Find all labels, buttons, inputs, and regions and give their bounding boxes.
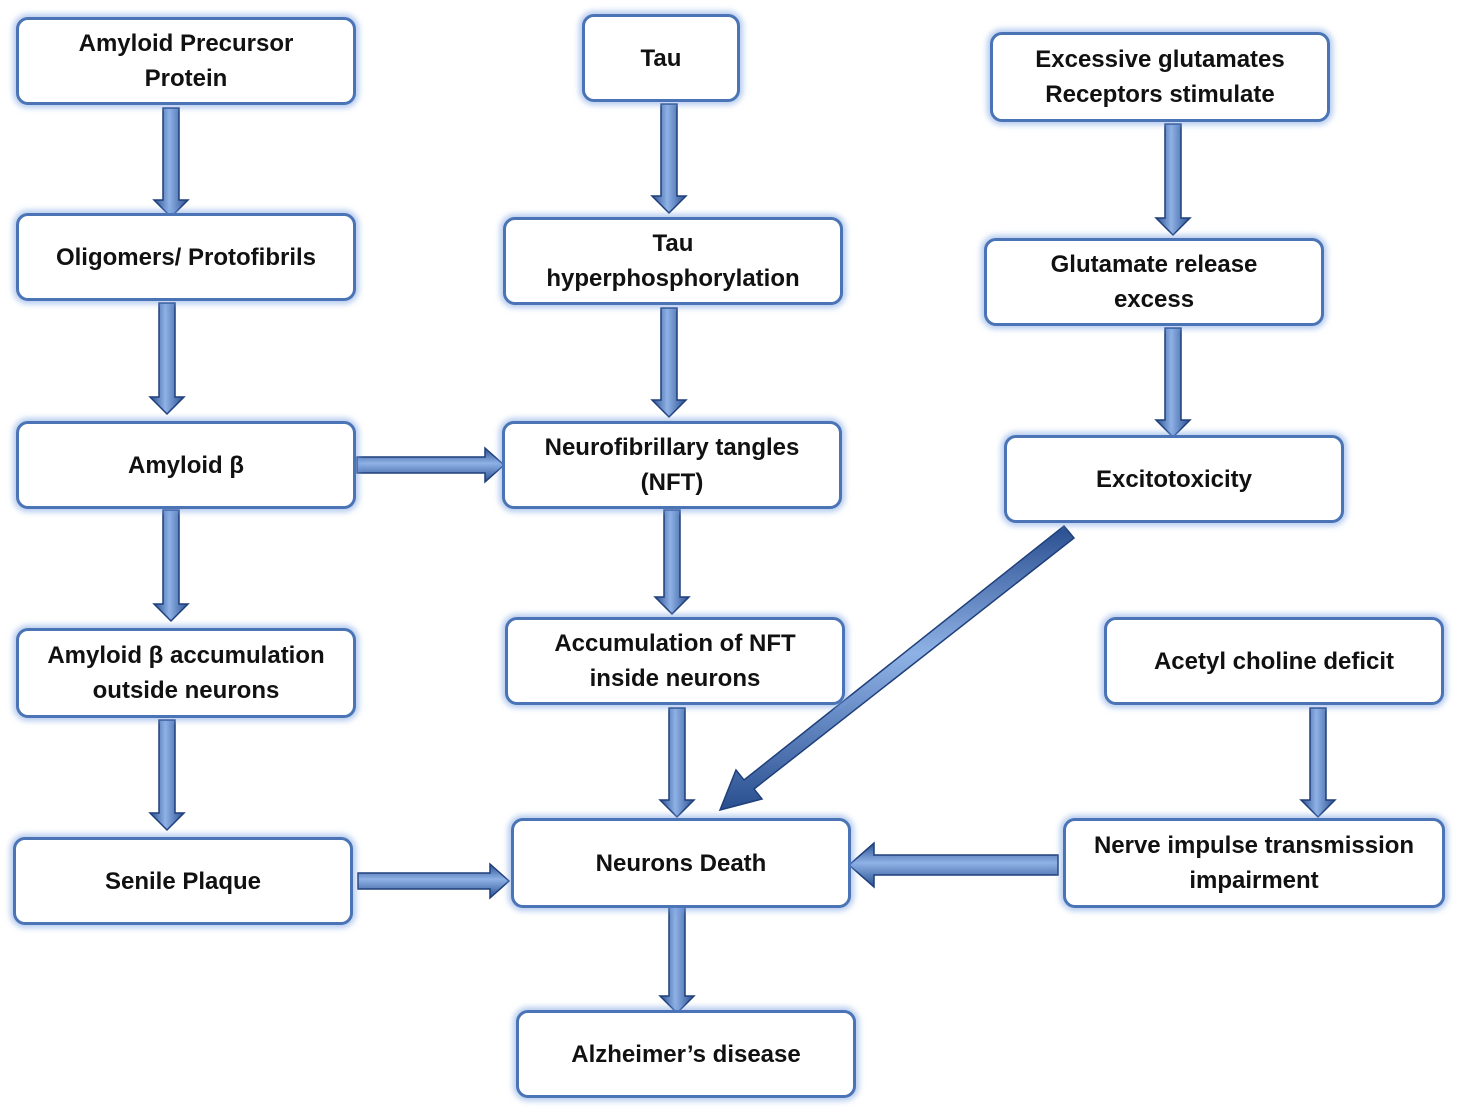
box-text-line: outside neurons bbox=[92, 677, 280, 704]
arrow-amyloid-beta-to-nft bbox=[356, 446, 506, 484]
box-oligomers-protofibrils: Oligomers/ Protofibrils bbox=[16, 213, 356, 301]
arrow-amyloid-beta-to-accumulation bbox=[152, 509, 190, 623]
box-text-line: (NFT) bbox=[640, 469, 704, 496]
box-text-line: Neurons Death bbox=[595, 849, 767, 877]
box-text-line: Amyloid β bbox=[128, 451, 244, 479]
box-text-line: excess bbox=[1113, 286, 1195, 313]
arrow-accumulation-to-senile-plaque bbox=[148, 719, 186, 832]
box-tau: Tau bbox=[582, 14, 740, 102]
box-text-line: hyperphosphorylation bbox=[546, 265, 800, 292]
box-text-line: Oligomers/ Protofibrils bbox=[55, 243, 317, 271]
box-neurons-death: Neurons Death bbox=[511, 818, 851, 908]
arrow-senile-plaque-to-neurons-death bbox=[357, 862, 511, 900]
box-text-line: Acetyl choline deficit bbox=[1153, 647, 1395, 675]
box-amyloid-precursor-protein: Amyloid Precursor Protein bbox=[16, 17, 356, 105]
box-excitotoxicity: Excitotoxicity bbox=[1004, 435, 1344, 523]
box-excessive-glutamates: Excessive glutamates Receptors stimulate bbox=[990, 32, 1330, 122]
box-amyloid-beta: Amyloid β bbox=[16, 421, 356, 509]
box-text-line: Amyloid β accumulation bbox=[47, 642, 325, 669]
box-text-line: Protein bbox=[144, 65, 228, 92]
arrow-release-to-excitotoxicity bbox=[1154, 327, 1192, 439]
arrow-nft-to-nft-accumulation bbox=[653, 509, 691, 616]
arrow-excitotoxicity-to-neurons-death bbox=[718, 524, 1076, 812]
box-glutamate-release: Glutamate release excess bbox=[984, 238, 1324, 326]
box-text-line: Accumulation of NFT bbox=[554, 630, 796, 657]
arrow-tau-to-hyperphosphorylation bbox=[650, 103, 688, 215]
arrow-nerve-impulse-to-neurons-death bbox=[847, 841, 1059, 889]
arrow-acetyl-to-nerve-impulse bbox=[1299, 707, 1337, 819]
box-text-line: Receptors stimulate bbox=[1045, 81, 1275, 108]
box-text-line: impairment bbox=[1189, 867, 1319, 894]
box-text-line: Tau bbox=[640, 44, 682, 72]
box-neurofibrillary-tangles: Neurofibrillary tangles (NFT) bbox=[502, 421, 842, 509]
box-text-line: inside neurons bbox=[589, 665, 761, 692]
box-nerve-impulse-impairment: Nerve impulse transmission impairment bbox=[1063, 818, 1445, 908]
box-text-line: Neurofibrillary tangles bbox=[544, 434, 800, 461]
arrow-app-to-oligomers bbox=[152, 107, 190, 219]
box-acetyl-choline-deficit: Acetyl choline deficit bbox=[1104, 617, 1444, 705]
box-text-line: Excessive glutamates bbox=[1035, 46, 1285, 73]
box-nft-accumulation: Accumulation of NFT inside neurons bbox=[505, 617, 845, 705]
box-alzheimers-disease: Alzheimer’s disease bbox=[516, 1010, 856, 1098]
arrow-oligomers-to-amyloid-beta bbox=[148, 302, 186, 416]
arrow-neurons-death-to-alzheimers bbox=[658, 905, 696, 1015]
arrow-hyperphosphorylation-to-nft bbox=[650, 307, 688, 419]
box-tau-hyperphosphorylation: Tau hyperphosphorylation bbox=[503, 217, 843, 305]
box-text-line: Senile Plaque bbox=[104, 867, 262, 895]
arrow-nft-accumulation-to-neurons-death bbox=[658, 707, 696, 819]
box-text-line: Excitotoxicity bbox=[1095, 465, 1253, 493]
box-text-line: Glutamate release bbox=[1050, 251, 1258, 278]
box-senile-plaque: Senile Plaque bbox=[13, 837, 353, 925]
box-text-line: Tau bbox=[652, 230, 694, 257]
box-text-line: Nerve impulse transmission bbox=[1093, 832, 1415, 859]
box-text-line: Amyloid Precursor bbox=[78, 30, 294, 57]
arrow-glutamates-to-release bbox=[1154, 123, 1192, 237]
box-amyloid-beta-accumulation: Amyloid β accumulation outside neurons bbox=[16, 628, 356, 718]
box-text-line: Alzheimer’s disease bbox=[571, 1040, 801, 1068]
